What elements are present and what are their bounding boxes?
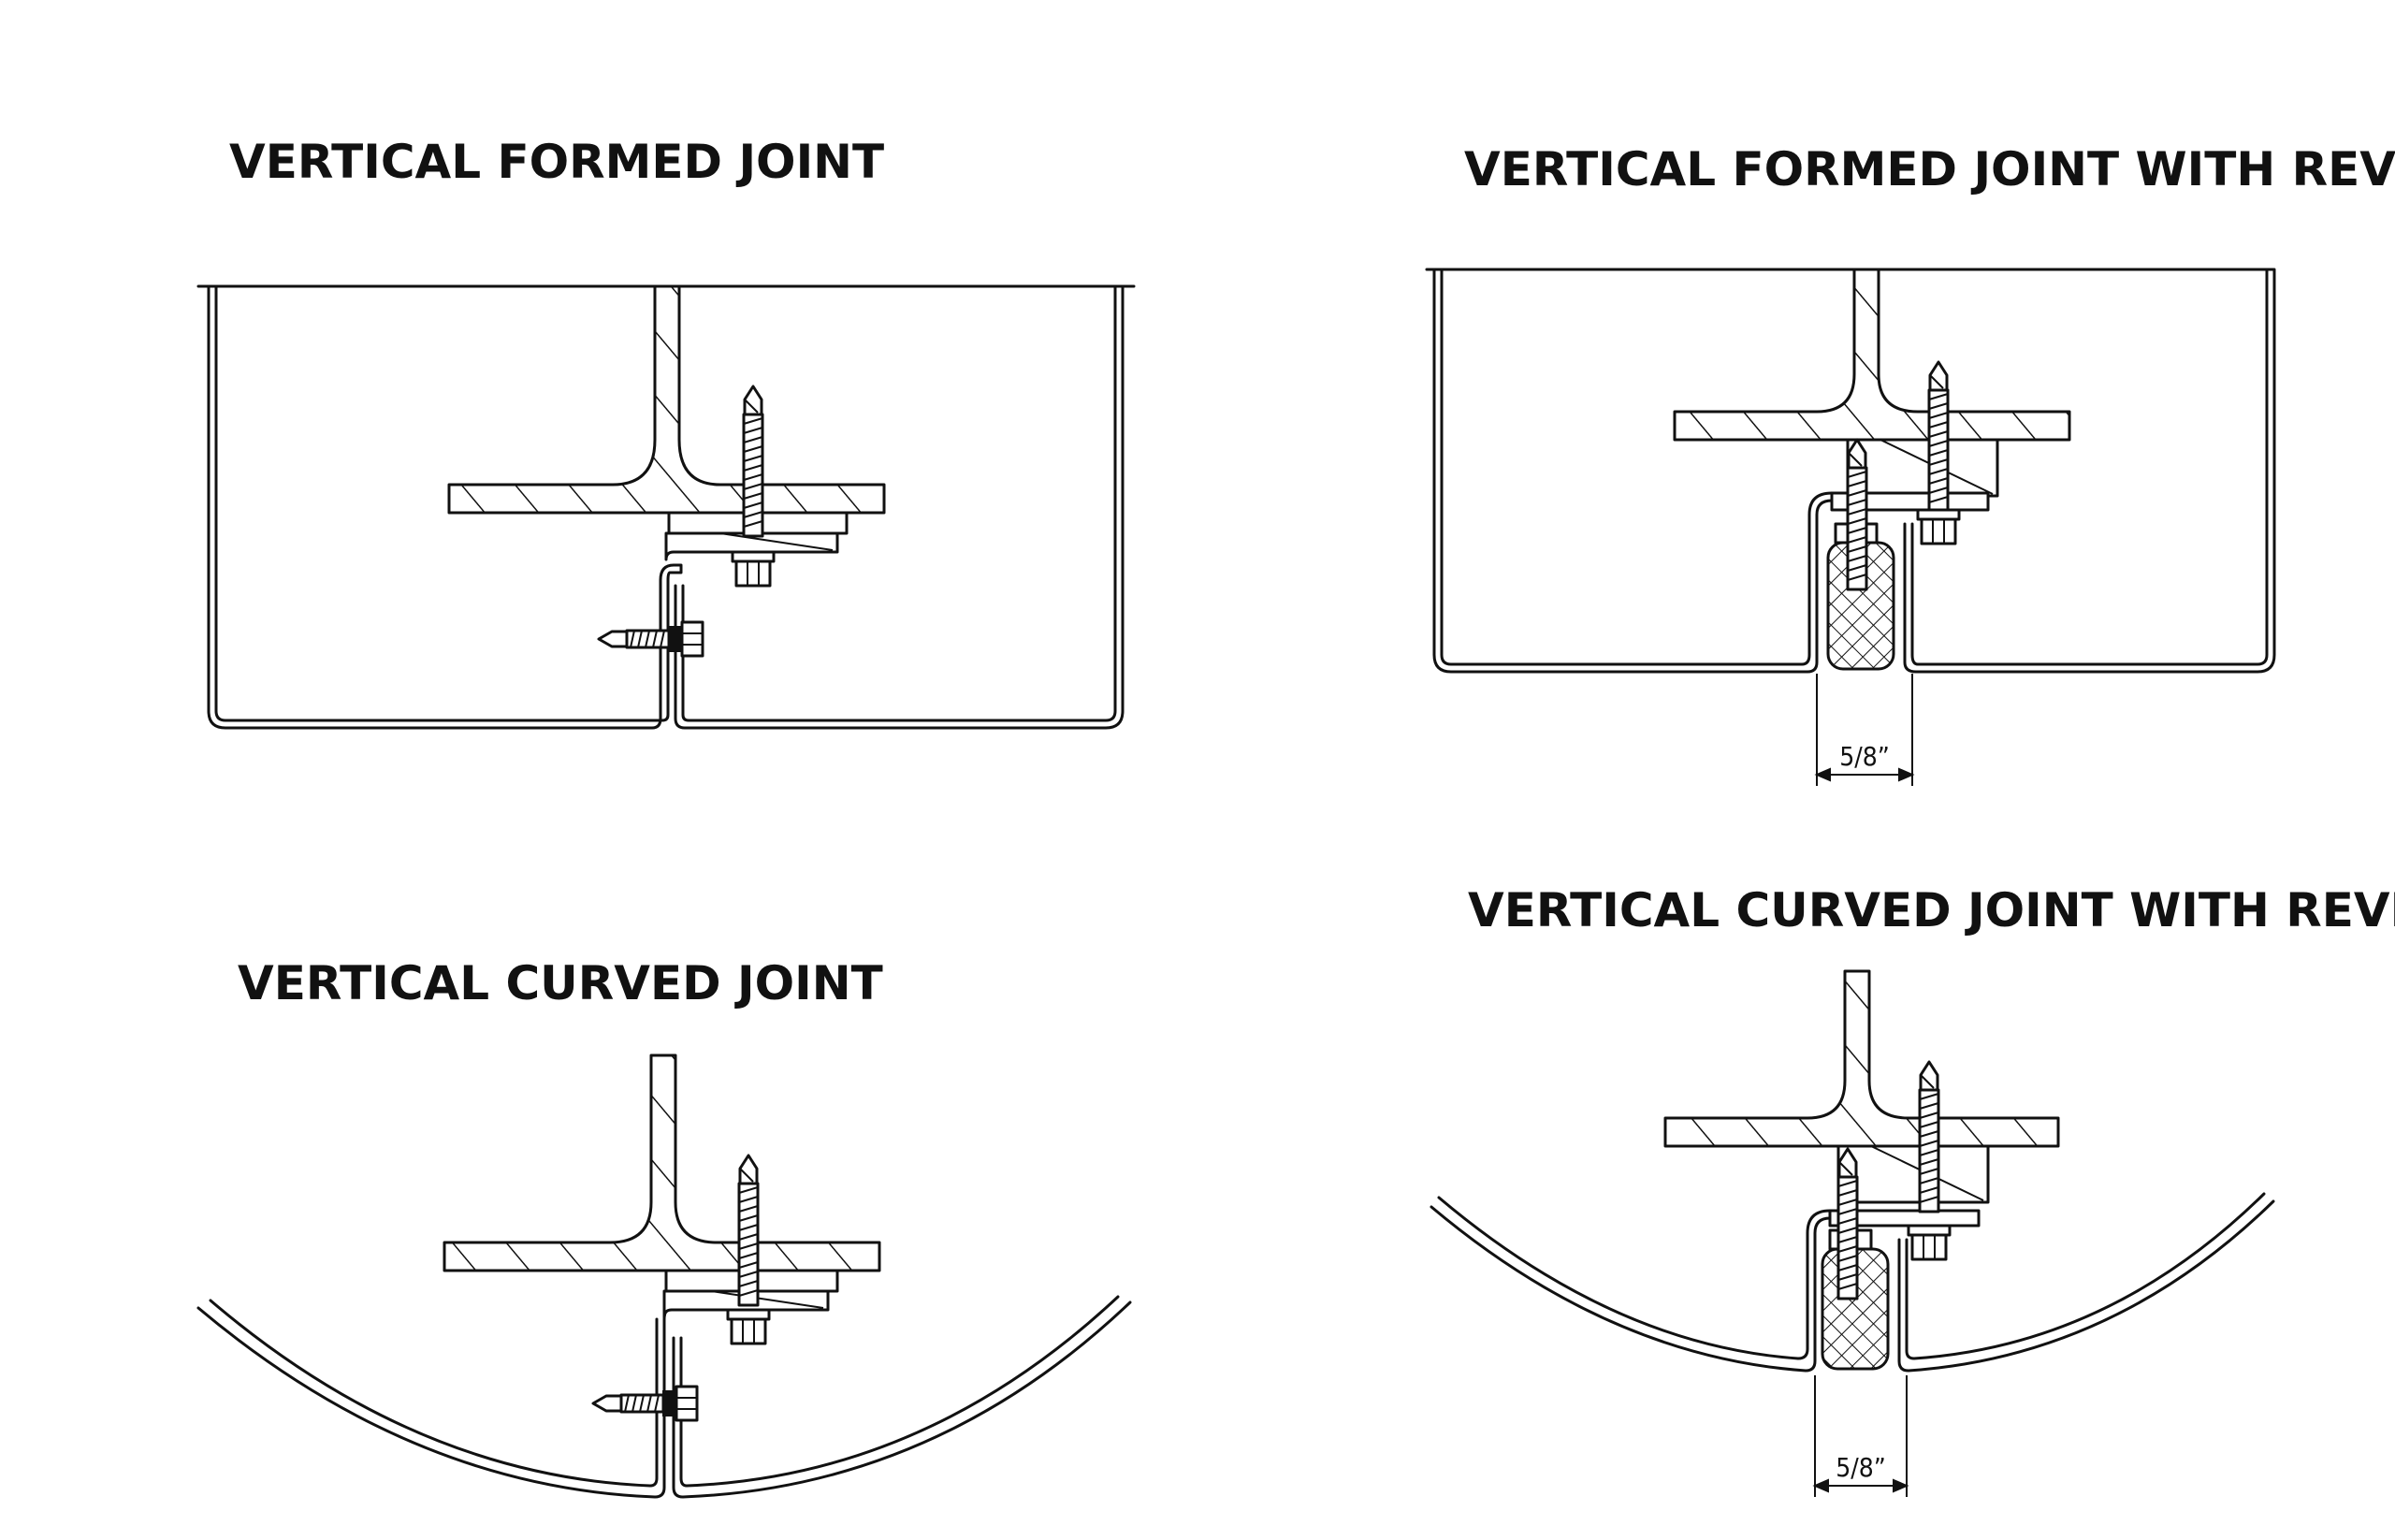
horizontal-screw — [591, 1385, 699, 1422]
self-drilling-screw — [1918, 1060, 1940, 1213]
stud-web — [1673, 268, 2071, 442]
screw-nut — [1916, 508, 1961, 545]
left-panel — [1432, 268, 1852, 674]
right-panel — [674, 284, 1125, 730]
detail-curved-joint — [196, 1053, 1132, 1499]
stud-web — [443, 1053, 881, 1272]
inner-screw — [1846, 438, 1868, 591]
title-formed-joint-reveal: VERTICAL FORMED JOINT WITH REVEAL — [1464, 142, 2395, 196]
self-drilling-screw — [1927, 360, 1950, 514]
right-panel — [1897, 1192, 2275, 1373]
reveal-dimension: 5/8” — [1812, 1375, 1909, 1497]
reveal-width-label: 5/8” — [1839, 741, 1890, 772]
title-curved-joint-reveal: VERTICAL CURVED JOINT WITH REVEAL — [1468, 883, 2395, 937]
screw-nut — [726, 1308, 771, 1345]
left-panel — [207, 284, 683, 730]
stud-web — [447, 284, 886, 515]
screw-nut — [731, 550, 776, 588]
stud-web — [1663, 969, 2060, 1148]
reveal-width-label: 5/8” — [1836, 1452, 1886, 1483]
screw-nut — [1907, 1224, 1952, 1261]
z-clip — [664, 531, 839, 561]
right-panel — [672, 1295, 1132, 1499]
detail-formed-joint-reveal: 5/8” — [1425, 268, 2276, 786]
horizontal-screw — [597, 620, 704, 658]
inner-screw — [1836, 1147, 1859, 1300]
reveal-dimension: 5/8” — [1814, 674, 1915, 786]
detail-formed-joint — [196, 284, 1136, 730]
self-drilling-screw — [737, 1154, 760, 1307]
right-panel — [1903, 268, 2276, 674]
angle-clip — [1846, 438, 1999, 498]
angle-clip — [1836, 1144, 1990, 1204]
left-panel — [1430, 1196, 1850, 1373]
self-drilling-screw — [742, 385, 764, 538]
title-formed-joint: VERTICAL FORMED JOINT — [229, 135, 884, 189]
detail-curved-joint-reveal: 5/8” — [1430, 969, 2275, 1497]
title-curved-joint: VERTICAL CURVED JOINT — [238, 956, 883, 1010]
